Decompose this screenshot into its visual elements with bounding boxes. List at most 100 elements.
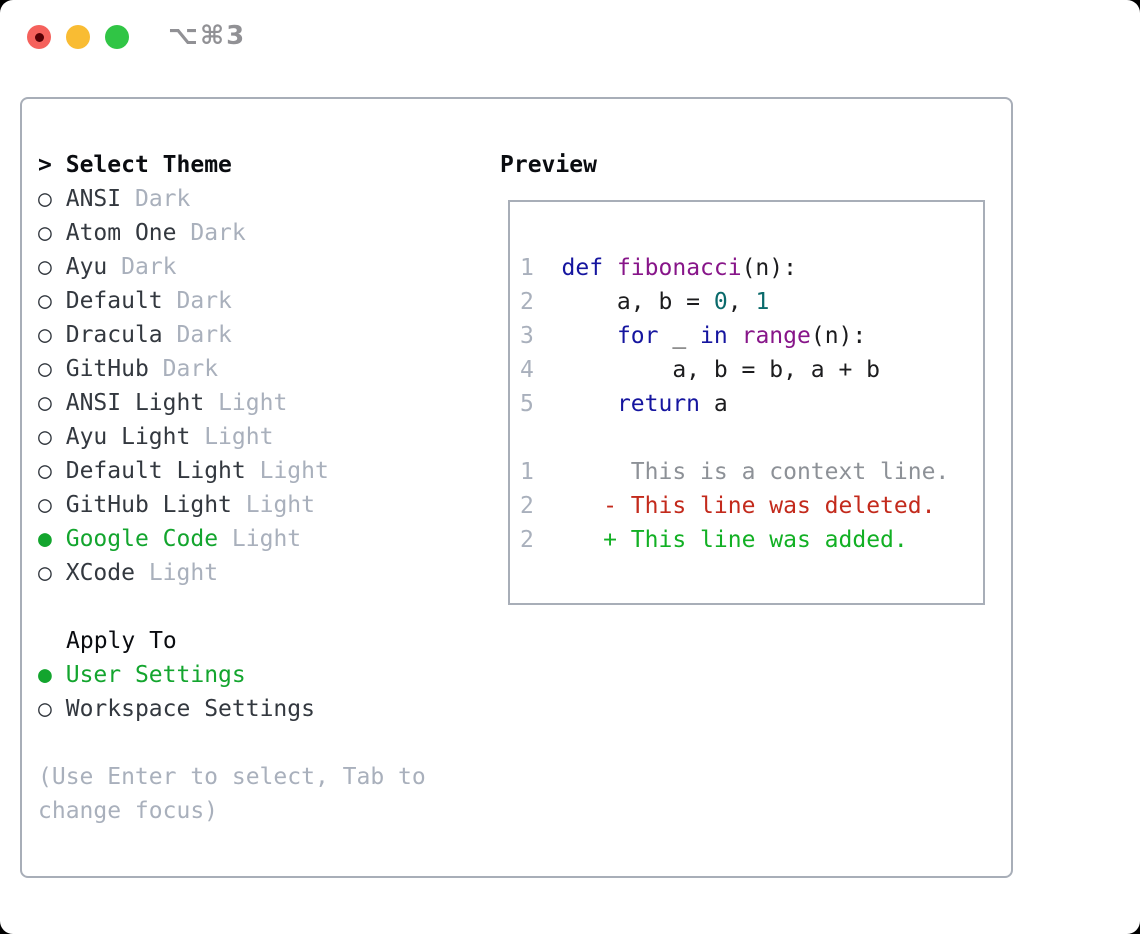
traffic-lights [27, 25, 129, 49]
theme-option-github-light[interactable]: ○ GitHub Light Light [38, 488, 478, 522]
variant-tag: Dark [121, 254, 177, 280]
code-token [603, 255, 617, 281]
theme-option-label: GitHub Light [65, 492, 232, 518]
code-token: , [727, 289, 756, 315]
variant-tag: Dark [134, 186, 191, 212]
theme-option-label: ANSI [65, 186, 122, 212]
code-token: (n): [810, 323, 867, 349]
theme-option-xcode[interactable]: ○ XCode Light [38, 556, 478, 590]
apply-to-header: Apply To [66, 628, 177, 654]
theme-option-ayu-light[interactable]: ○ Ayu Light Light [38, 420, 478, 454]
theme-option-default[interactable]: ○ Default Dark [38, 284, 478, 318]
cursor-indicator: > [38, 152, 52, 178]
theme-option-ansi-light[interactable]: ○ ANSI Light Light [38, 386, 478, 420]
theme-option-label: Atom One [65, 220, 177, 246]
spacer [38, 726, 478, 760]
zoom-button[interactable] [105, 25, 129, 49]
theme-option-label: Default Light [65, 458, 246, 484]
variant-tag: Dark [190, 220, 246, 246]
diff-text: + This line was added. [603, 527, 908, 553]
close-button-dot [34, 32, 44, 42]
line-number: 3 [520, 323, 562, 349]
window-title: ⌥⌘3 [168, 21, 247, 51]
theme-option-label: XCode [65, 560, 135, 586]
code-token: a, b = [561, 289, 714, 315]
apply-option-label: User Settings [65, 662, 246, 688]
line-number: 2 [520, 493, 604, 519]
radio-icon: ○ [38, 560, 52, 586]
theme-option-atom-one[interactable]: ○ Atom One Dark [38, 216, 478, 250]
diff-line-added: 2 + This line was added. [520, 523, 949, 557]
apply-option-label: Workspace Settings [65, 696, 315, 722]
radio-selected-icon: ● [38, 662, 52, 688]
line-number: 1 [520, 459, 604, 485]
theme-pane: > Select Theme ○ ANSI Dark○ Atom One Dar… [38, 148, 478, 828]
code-token [728, 323, 742, 349]
code-token [562, 391, 617, 417]
code-line: 4 a, b = b, a + b [520, 353, 949, 387]
code-token [562, 323, 617, 349]
theme-option-label: ANSI Light [65, 390, 205, 416]
code-token: 1 [755, 289, 770, 315]
close-button[interactable] [27, 25, 51, 49]
code-token: in [700, 323, 728, 349]
variant-tag: Dark [176, 322, 232, 348]
line-number: 5 [520, 391, 562, 417]
variant-tag: Dark [162, 356, 219, 382]
variant-tag: Light [218, 390, 288, 416]
theme-option-label: GitHub [65, 356, 149, 382]
radio-icon: ○ [38, 220, 52, 246]
radio-icon: ○ [38, 696, 52, 722]
main-panel: > Select Theme ○ ANSI Dark○ Atom One Dar… [20, 97, 1013, 878]
radio-icon: ○ [38, 458, 52, 484]
line-number: 1 [520, 255, 562, 281]
code-line: 5 return a [520, 387, 949, 421]
theme-option-label: Google Code [65, 526, 219, 552]
theme-option-ansi[interactable]: ○ ANSI Dark [38, 182, 478, 216]
code-token: for [616, 323, 659, 349]
diff-text: - This line was deleted. [603, 493, 936, 519]
radio-icon: ○ [38, 288, 52, 314]
theme-option-github[interactable]: ○ GitHub Dark [38, 352, 478, 386]
radio-icon: ○ [38, 254, 52, 280]
radio-icon: ○ [38, 492, 52, 518]
variant-tag: Dark [176, 288, 232, 314]
line-number: 2 [520, 289, 562, 315]
code-token: 0 [713, 289, 728, 315]
code-token: return [616, 391, 701, 417]
code-line: 3 for _ in range(n): [520, 319, 949, 353]
theme-list: ○ ANSI Dark○ Atom One Dark○ Ayu Dark○ De… [38, 182, 478, 590]
variant-tag: Light [231, 526, 302, 552]
radio-icon: ○ [38, 186, 52, 212]
theme-option-label: Ayu [65, 254, 108, 280]
theme-option-label: Ayu Light [65, 424, 191, 450]
diff-line-deleted: 2 - This line was deleted. [520, 489, 949, 523]
code-token: _ [658, 323, 701, 349]
theme-option-label: Default [65, 288, 163, 314]
diff-text: This is a context line. [603, 459, 950, 485]
code-token: def [561, 255, 604, 281]
radio-icon: ○ [38, 424, 52, 450]
spacer [38, 590, 478, 624]
spacer [520, 421, 949, 455]
minimize-button[interactable] [66, 25, 90, 49]
theme-option-google-code[interactable]: ● Google Code Light [38, 522, 478, 556]
titlebar: ⌥⌘3 [0, 0, 1140, 97]
theme-option-ayu[interactable]: ○ Ayu Dark [38, 250, 478, 284]
preview-header: Preview [500, 152, 597, 178]
code-token: range [741, 323, 811, 349]
diff-line-context: 1 This is a context line. [520, 455, 949, 489]
apply-option-workspace-settings[interactable]: ○ Workspace Settings [38, 692, 478, 726]
code-token: (n): [741, 255, 797, 281]
variant-tag: Light [204, 424, 274, 450]
apply-option-user-settings[interactable]: ● User Settings [38, 658, 478, 692]
line-number: 4 [520, 357, 562, 383]
apply-to-list: ● User Settings○ Workspace Settings [38, 658, 478, 726]
hint-text: (Use Enter to select, Tab to change focu… [38, 764, 426, 824]
theme-option-dracula[interactable]: ○ Dracula Dark [38, 318, 478, 352]
theme-option-default-light[interactable]: ○ Default Light Light [38, 454, 478, 488]
radio-icon: ○ [38, 390, 52, 416]
code-token: fibonacci [616, 255, 742, 281]
variant-tag: Light [148, 560, 219, 586]
